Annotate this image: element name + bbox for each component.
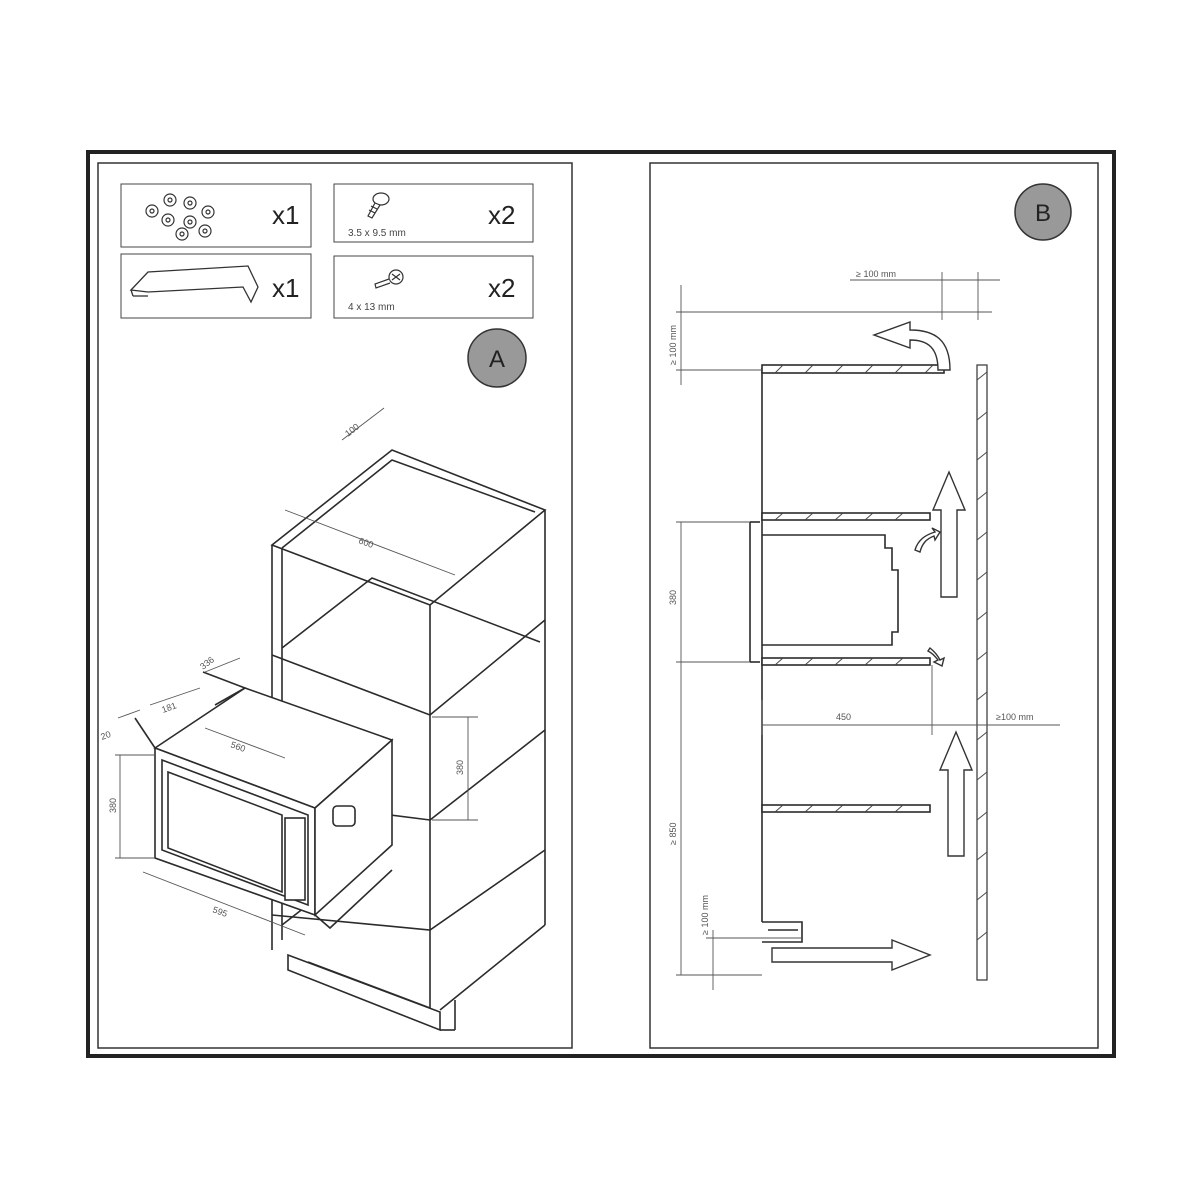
dim-floor-height: ≥ 850 xyxy=(668,823,678,845)
right-arrow-floor-icon xyxy=(771,938,932,972)
dim-frame-d2: 181 xyxy=(160,700,178,715)
small-arrow-lower-icon xyxy=(926,646,946,668)
dim-plinth-gap: ≥ 100 mm xyxy=(700,895,710,935)
part-box-2 xyxy=(333,183,534,243)
part-caption-2: 3.5 x 9.5 mm xyxy=(348,228,406,239)
part-box-1 xyxy=(120,183,312,248)
dim-appliance-height: 380 xyxy=(668,590,678,605)
microwave-frame xyxy=(134,671,394,930)
dim-front-height: 380 xyxy=(108,798,118,813)
dim-depth: 450 xyxy=(836,712,851,722)
curved-arrow-top-icon xyxy=(871,321,951,371)
dim-top-vert: ≥ 100 mm xyxy=(668,325,678,365)
panel-b: B xyxy=(668,183,1072,990)
panel-a-dimensions xyxy=(115,407,478,936)
part-caption-4: 4 x 13 mm xyxy=(348,302,395,313)
tall-cabinet xyxy=(270,449,547,1032)
part-qty-1: x1 xyxy=(272,200,299,230)
panel-b-border xyxy=(649,162,1099,1049)
part-box-4 xyxy=(333,255,534,319)
part-box-3 xyxy=(120,253,312,319)
badge-b-label: B xyxy=(1035,200,1051,227)
part-qty-3: x1 xyxy=(272,273,299,303)
part-qty-4: x2 xyxy=(488,273,515,303)
cabinet-section xyxy=(761,364,945,943)
dim-cabinet-width: 600 xyxy=(357,535,375,550)
badge-a xyxy=(467,328,527,388)
shelf-hatching xyxy=(774,364,934,813)
small-arrow-upper-icon xyxy=(914,527,942,553)
dim-cavity-height: 380 xyxy=(455,760,465,775)
screw-washer-icon xyxy=(374,269,404,289)
dim-top-gap: ≥ 100 mm xyxy=(856,269,896,279)
dim-frame-width: 560 xyxy=(229,739,247,754)
microwave-profile xyxy=(749,521,899,663)
bracket-icon xyxy=(129,265,259,304)
panel-b-dimensions xyxy=(676,272,1060,990)
badge-b xyxy=(1014,183,1072,241)
dim-frame-d1: 20 xyxy=(99,729,112,742)
rear-wall xyxy=(976,364,988,981)
screw-icon xyxy=(367,192,390,219)
mounting-feet-icon xyxy=(145,193,215,241)
up-arrow-lower-icon xyxy=(938,730,974,857)
dim-rear-gap: ≥100 mm xyxy=(996,712,1033,722)
badge-a-label: A xyxy=(489,346,505,373)
airflow-arrows xyxy=(771,321,974,972)
part-qty-2: x2 xyxy=(488,200,515,230)
panel-a: x1 3.5 x 9.5 mm x2 x1 4 x 13 mm x2 A xyxy=(99,183,547,1032)
panel-a-border xyxy=(97,162,573,1049)
dim-front-width: 595 xyxy=(211,904,229,919)
up-arrow-upper-icon xyxy=(931,470,967,598)
